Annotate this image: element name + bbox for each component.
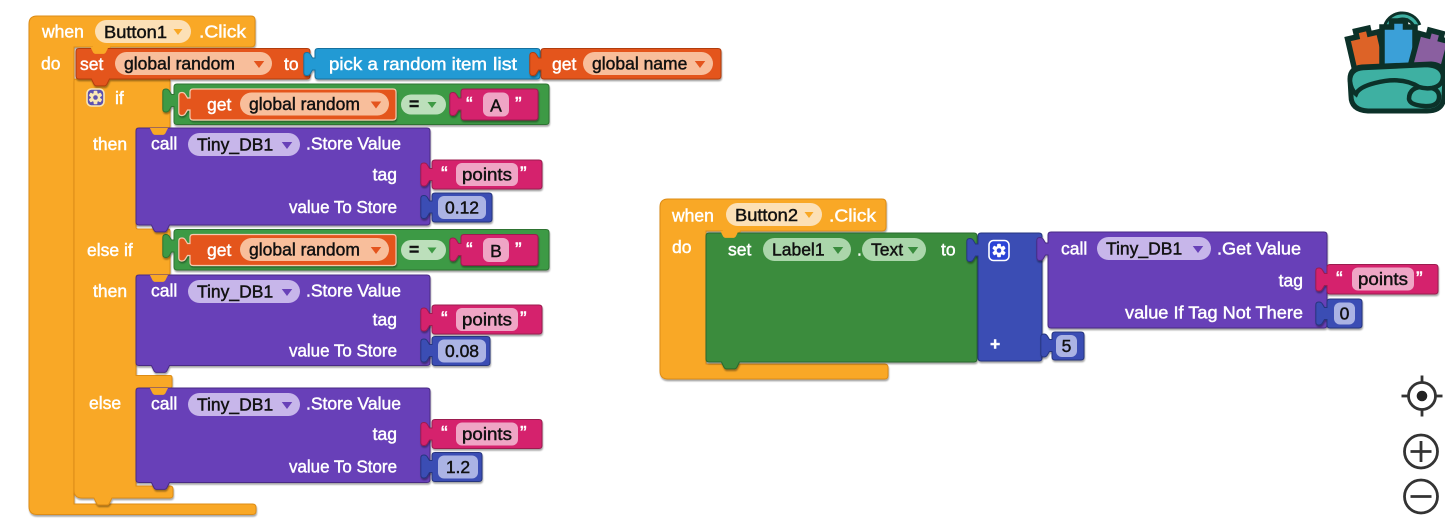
svg-text:Button2: Button2 bbox=[735, 205, 798, 225]
svg-text:if: if bbox=[115, 88, 124, 108]
svg-text:to: to bbox=[941, 240, 956, 260]
svg-text:0: 0 bbox=[1340, 304, 1350, 324]
svg-text:global name: global name bbox=[592, 54, 687, 74]
svg-text:”: ” bbox=[515, 240, 522, 262]
svg-text:”: ” bbox=[520, 309, 527, 331]
svg-text:”: ” bbox=[515, 94, 522, 116]
svg-text:.Store Value: .Store Value bbox=[306, 281, 401, 301]
svg-text:.Click: .Click bbox=[199, 22, 246, 42]
svg-text:call: call bbox=[1061, 239, 1087, 259]
svg-text:.Click: .Click bbox=[829, 206, 876, 226]
svg-text:value To Store: value To Store bbox=[289, 457, 397, 477]
svg-text:”: ” bbox=[1416, 269, 1423, 291]
svg-text:call: call bbox=[151, 394, 177, 414]
svg-text:then: then bbox=[93, 134, 127, 154]
svg-text:Tiny_DB1: Tiny_DB1 bbox=[197, 135, 273, 156]
svg-text:“: “ bbox=[441, 164, 448, 186]
svg-text:.Store Value: .Store Value bbox=[306, 394, 401, 414]
svg-text:pick a random item: pick a random item bbox=[329, 54, 487, 74]
svg-text:points: points bbox=[462, 310, 512, 330]
svg-text:when: when bbox=[41, 22, 84, 42]
svg-text:Tiny_DB1: Tiny_DB1 bbox=[197, 282, 273, 303]
svg-text:“: “ bbox=[466, 94, 473, 116]
svg-text:when: when bbox=[671, 206, 714, 226]
svg-text:get: get bbox=[207, 95, 231, 115]
svg-text:then: then bbox=[93, 281, 127, 301]
svg-text:points: points bbox=[1358, 269, 1408, 289]
svg-text:do: do bbox=[41, 54, 60, 74]
svg-text:set: set bbox=[80, 54, 103, 74]
svg-text:“: “ bbox=[466, 240, 473, 262]
svg-text:list: list bbox=[493, 54, 517, 74]
svg-text:Text: Text bbox=[871, 240, 903, 260]
svg-text:set: set bbox=[728, 240, 751, 260]
svg-text:“: “ bbox=[441, 309, 448, 331]
svg-text:B: B bbox=[490, 241, 502, 261]
svg-text:”: ” bbox=[520, 423, 527, 445]
svg-text:value To Store: value To Store bbox=[289, 197, 397, 217]
svg-text:0.12: 0.12 bbox=[445, 198, 479, 218]
svg-text:.: . bbox=[857, 240, 862, 260]
svg-text:global random: global random bbox=[249, 94, 360, 114]
svg-text:5: 5 bbox=[1062, 336, 1072, 356]
svg-text:value To Store: value To Store bbox=[289, 341, 397, 361]
svg-text:Label1: Label1 bbox=[772, 240, 825, 260]
svg-text:”: ” bbox=[520, 164, 527, 186]
svg-text:Tiny_DB1: Tiny_DB1 bbox=[197, 395, 273, 416]
svg-text:else: else bbox=[89, 393, 121, 413]
svg-text:=: = bbox=[409, 94, 419, 114]
svg-text:.Get Value: .Get Value bbox=[1217, 239, 1301, 259]
svg-text:“: “ bbox=[1336, 269, 1343, 291]
svg-text:global random: global random bbox=[124, 54, 235, 74]
svg-text:get: get bbox=[207, 240, 231, 260]
svg-text:Tiny_DB1: Tiny_DB1 bbox=[1106, 239, 1182, 260]
svg-text:.Store Value: .Store Value bbox=[306, 134, 401, 154]
svg-text:do: do bbox=[672, 237, 691, 257]
svg-text:points: points bbox=[462, 165, 512, 185]
svg-text:+: + bbox=[990, 334, 1000, 354]
svg-text:“: “ bbox=[441, 423, 448, 445]
svg-text:to: to bbox=[284, 54, 299, 74]
svg-text:call: call bbox=[151, 134, 177, 154]
svg-text:global random: global random bbox=[249, 240, 360, 260]
svg-text:points: points bbox=[462, 424, 512, 444]
svg-text:tag: tag bbox=[1279, 271, 1303, 291]
svg-text:Button1: Button1 bbox=[104, 22, 167, 42]
svg-text:else if: else if bbox=[87, 240, 133, 260]
svg-text:value If Tag Not There: value If Tag Not There bbox=[1125, 303, 1303, 323]
svg-text:=: = bbox=[409, 240, 419, 260]
svg-text:get: get bbox=[552, 54, 576, 74]
svg-text:0.08: 0.08 bbox=[445, 341, 479, 361]
svg-text:call: call bbox=[151, 281, 177, 301]
svg-text:tag: tag bbox=[373, 424, 397, 444]
svg-text:tag: tag bbox=[373, 165, 397, 185]
svg-text:tag: tag bbox=[373, 310, 397, 330]
svg-text:A: A bbox=[490, 96, 502, 116]
svg-text:1.2: 1.2 bbox=[446, 457, 470, 477]
